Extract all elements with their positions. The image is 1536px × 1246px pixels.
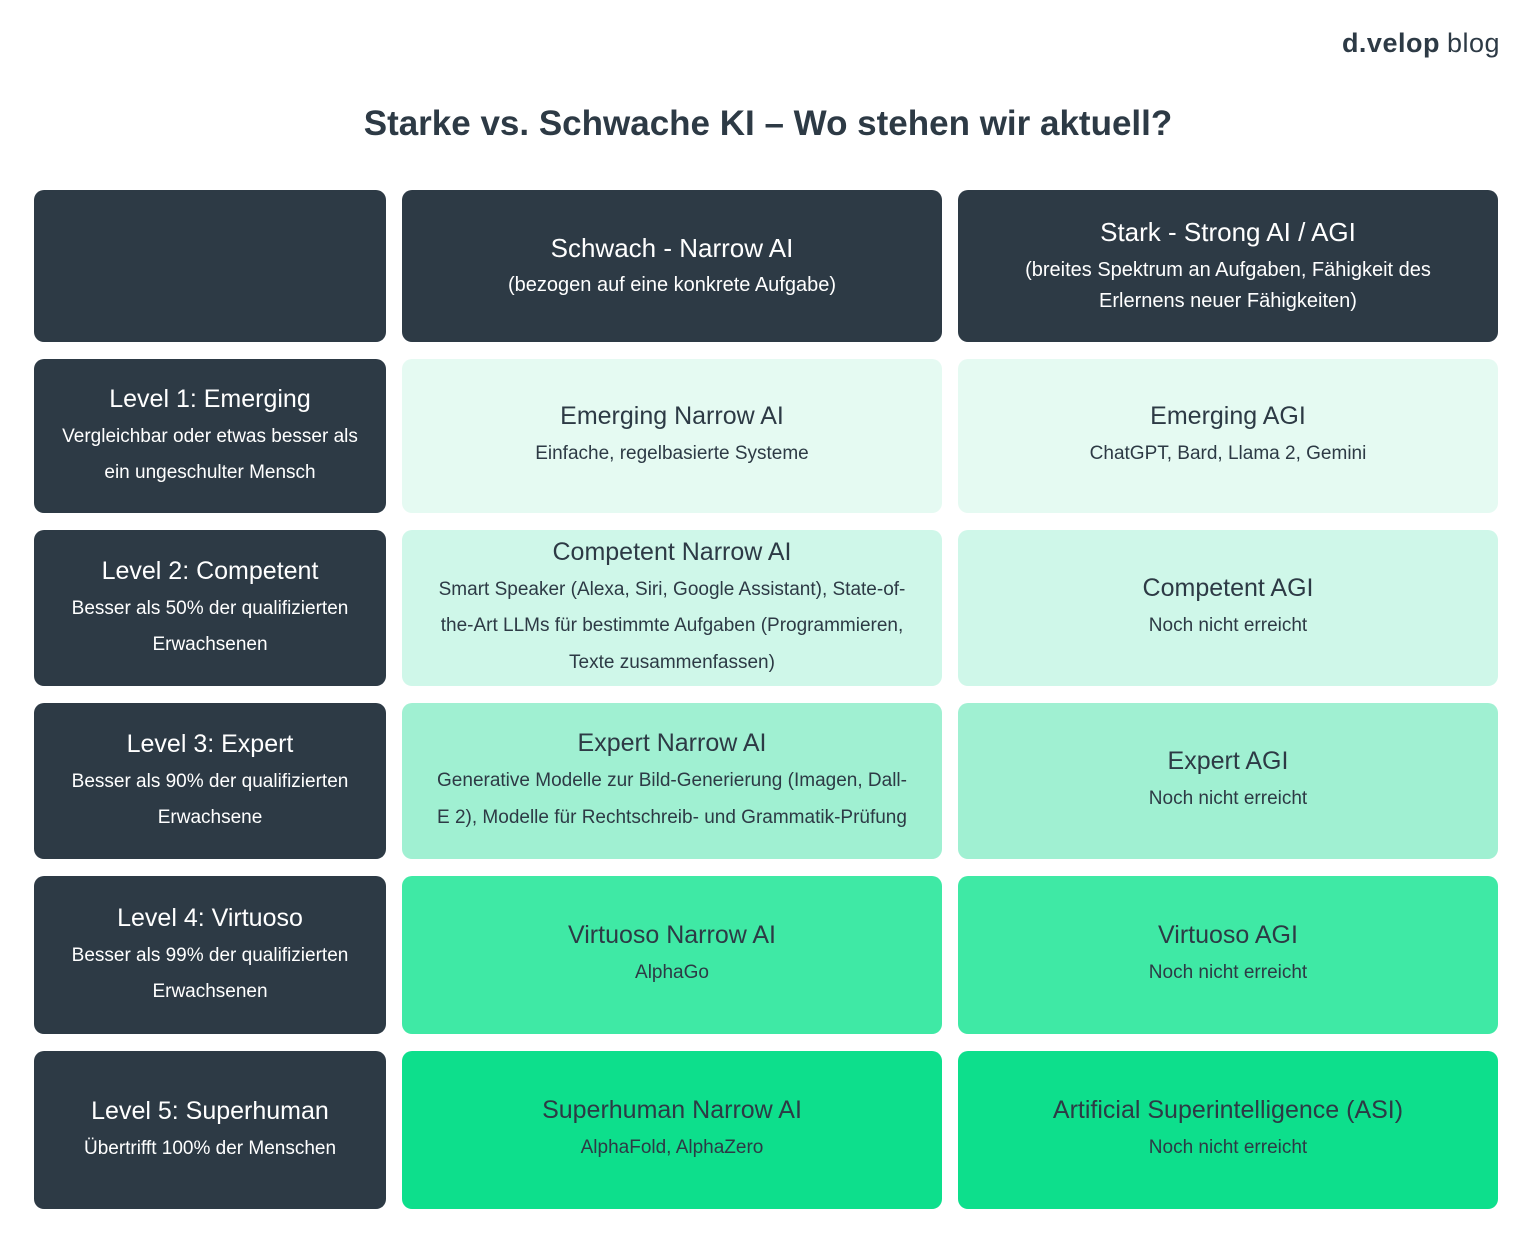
cell-title: Emerging AGI	[1150, 402, 1306, 431]
column-header-narrow-ai: Schwach - Narrow AI (bezogen auf eine ko…	[402, 190, 942, 342]
cell-asi: Artificial Superintelligence (ASI) Noch …	[958, 1051, 1498, 1209]
cell-title: Artificial Superintelligence (ASI)	[1052, 1096, 1404, 1125]
level-description: Besser als 99% der qualifizierten Erwach…	[71, 945, 349, 1002]
cell-description: ChatGPT, Bard, Llama 2, Gemini	[1089, 443, 1367, 465]
comparison-table: Schwach - Narrow AI (bezogen auf eine ko…	[0, 190, 1536, 1209]
cell-competent-narrow-ai: Competent Narrow AI Smart Speaker (Alexa…	[402, 530, 942, 686]
cell-title: Competent Narrow AI	[552, 538, 792, 567]
level-description: Besser als 50% der qualifizierten Erwach…	[71, 598, 349, 655]
cell-description: AlphaFold, AlphaZero	[580, 1137, 764, 1159]
cell-description: Noch nicht erreicht	[1148, 615, 1308, 637]
logo-suffix: blog	[1446, 28, 1500, 58]
logo-wordmark: d.velop	[1341, 28, 1440, 58]
cell-title: Virtuoso Narrow AI	[568, 921, 776, 950]
cell-description: Generative Modelle zur Bild-Generierung …	[437, 770, 907, 828]
level-description: Besser als 90% der qualifizierten Erwach…	[71, 771, 349, 828]
row-label-level-3: Level 3: Expert Besser als 90% der quali…	[34, 703, 386, 859]
column-header-agi-title: Stark - Strong AI / AGI	[1100, 217, 1356, 248]
cell-superhuman-narrow-ai: Superhuman Narrow AI AlphaFold, AlphaZer…	[402, 1051, 942, 1209]
column-header-narrow-subtitle: (bezogen auf eine konkrete Aufgabe)	[507, 274, 837, 297]
cell-emerging-narrow-ai: Emerging Narrow AI Einfache, regelbasier…	[402, 359, 942, 513]
cell-virtuoso-narrow-ai: Virtuoso Narrow AI AlphaGo	[402, 876, 942, 1034]
cell-virtuoso-agi: Virtuoso AGI Noch nicht erreicht	[958, 876, 1498, 1034]
page-title: Starke vs. Schwache KI – Wo stehen wir a…	[363, 104, 1173, 143]
cell-description: Smart Speaker (Alexa, Siri, Google Assis…	[438, 579, 906, 673]
cell-description: Noch nicht erreicht	[1148, 962, 1308, 984]
level-title: Level 4: Virtuoso	[117, 904, 303, 933]
cell-expert-agi: Expert AGI Noch nicht erreicht	[958, 703, 1498, 859]
cell-title: Superhuman Narrow AI	[542, 1096, 802, 1125]
cell-title: Expert AGI	[1167, 747, 1289, 776]
cell-emerging-agi: Emerging AGI ChatGPT, Bard, Llama 2, Gem…	[958, 359, 1498, 513]
cell-description: Noch nicht erreicht	[1148, 1137, 1308, 1159]
level-description: Übertrifft 100% der Menschen	[83, 1137, 337, 1159]
row-label-level-1: Level 1: Emerging Vergleichbar oder etwa…	[34, 359, 386, 513]
header-empty-cell	[34, 190, 386, 342]
column-header-narrow-title: Schwach - Narrow AI	[550, 232, 794, 263]
level-description: Vergleichbar oder etwas besser als ein u…	[62, 426, 358, 483]
row-label-level-4: Level 4: Virtuoso Besser als 99% der qua…	[34, 876, 386, 1034]
row-label-level-2: Level 2: Competent Besser als 50% der qu…	[34, 530, 386, 686]
cell-description: Noch nicht erreicht	[1148, 788, 1308, 810]
cell-competent-agi: Competent AGI Noch nicht erreicht	[958, 530, 1498, 686]
cell-description: AlphaGo	[635, 962, 709, 984]
level-title: Level 2: Competent	[101, 557, 319, 586]
column-header-agi-subtitle: (breites Spektrum an Aufgaben, Fähigkeit…	[1025, 258, 1431, 312]
row-label-level-5: Level 5: Superhuman Übertrifft 100% der …	[34, 1051, 386, 1209]
cell-expert-narrow-ai: Expert Narrow AI Generative Modelle zur …	[402, 703, 942, 859]
cell-title: Emerging Narrow AI	[560, 402, 784, 431]
cell-title: Expert Narrow AI	[577, 729, 767, 758]
level-title: Level 3: Expert	[126, 730, 294, 759]
cell-title: Competent AGI	[1142, 574, 1314, 603]
level-title: Level 1: Emerging	[109, 385, 311, 414]
cell-title: Virtuoso AGI	[1158, 921, 1298, 950]
level-title: Level 5: Superhuman	[91, 1096, 329, 1125]
column-header-agi: Stark - Strong AI / AGI (breites Spektru…	[958, 190, 1498, 342]
cell-description: Einfache, regelbasierte Systeme	[535, 443, 809, 465]
